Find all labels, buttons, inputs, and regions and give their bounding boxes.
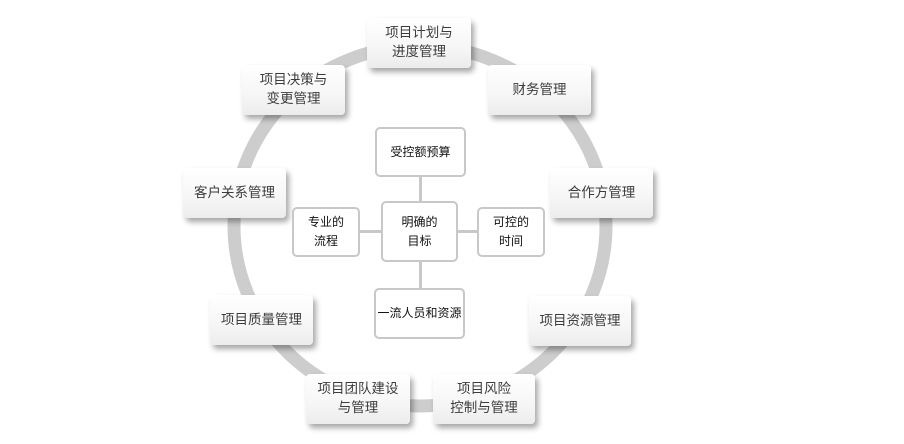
connector-right xyxy=(456,230,478,233)
node-cooperation: 合作方管理 xyxy=(550,168,653,218)
inner-node-center: 明确的 目标 xyxy=(381,201,458,262)
node-quality: 项目质量管理 xyxy=(210,295,313,345)
node-customer: 客户关系管理 xyxy=(183,168,286,218)
connector-bottom xyxy=(419,262,422,289)
node-resources: 项目资源管理 xyxy=(529,296,631,346)
node-decision-change: 项目决策与 变更管理 xyxy=(242,65,345,115)
connector-top xyxy=(419,176,422,204)
node-team: 项目团队建设 与管理 xyxy=(306,374,410,424)
node-plan-schedule: 项目计划与 进度管理 xyxy=(367,18,471,68)
inner-node-top: 受控额预算 xyxy=(375,127,466,177)
connector-left xyxy=(358,230,382,233)
inner-node-left: 专业的 流程 xyxy=(292,207,360,257)
node-risk: 项目风险 控制与管理 xyxy=(433,374,535,424)
inner-node-bottom: 一流人员和资源 xyxy=(374,288,465,339)
inner-node-right: 可控的 时间 xyxy=(477,207,545,257)
node-finance: 财务管理 xyxy=(488,65,591,115)
